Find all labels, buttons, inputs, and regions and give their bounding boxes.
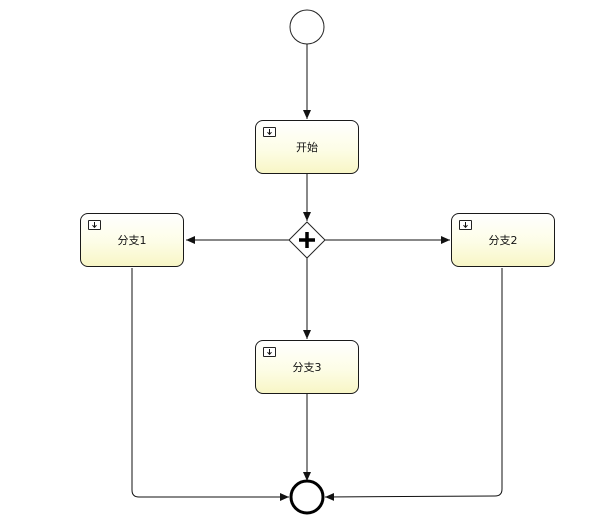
task-branch-3[interactable]: 分支3 [255, 340, 359, 394]
flow-branch-1-to-end[interactable] [131, 268, 289, 501]
download-arrow-icon [263, 347, 276, 357]
end-event[interactable] [289, 479, 325, 515]
plus-icon [299, 232, 315, 248]
flow-branch-2-to-end[interactable] [324, 268, 503, 501]
task-branch-1-label: 分支1 [117, 234, 147, 247]
download-arrow-icon [459, 220, 472, 230]
task-branch-2-label: 分支2 [488, 234, 518, 247]
parallel-gateway[interactable] [288, 221, 326, 259]
download-arrow-icon [88, 220, 101, 230]
download-arrow-icon [263, 127, 276, 137]
task-start[interactable]: 开始 [255, 120, 359, 174]
task-branch-1[interactable]: 分支1 [80, 213, 184, 267]
task-branch-3-label: 分支3 [292, 361, 322, 374]
task-start-label: 开始 [296, 141, 318, 154]
start-event[interactable] [289, 9, 325, 45]
task-branch-2[interactable]: 分支2 [451, 213, 555, 267]
